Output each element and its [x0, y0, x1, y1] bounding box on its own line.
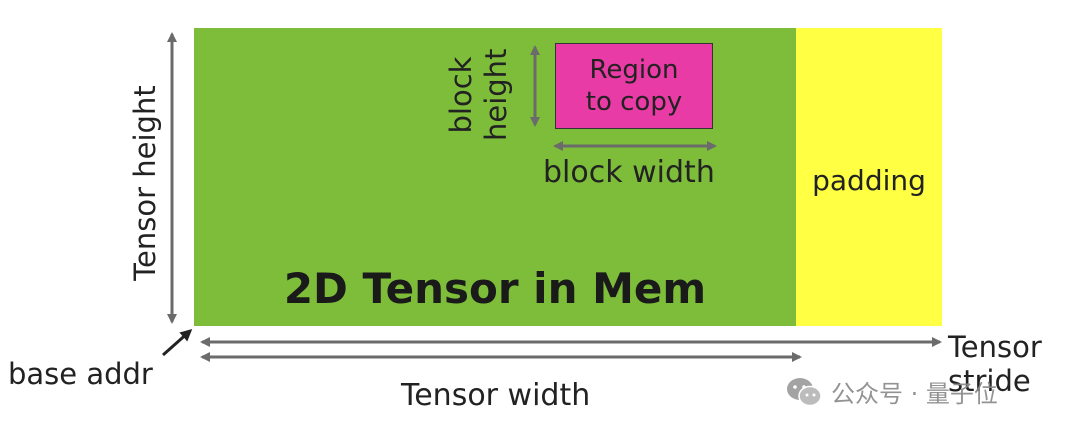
tensor-width-label: Tensor width [401, 378, 591, 413]
tensor-stride-line2: stride [948, 364, 1031, 398]
diagram-title: 2D Tensor in Mem [283, 264, 707, 313]
region-to-copy: Region to copy [555, 43, 713, 129]
watermark-text: 公众号 · 量子位 [831, 380, 998, 408]
base-addr-pointer [162, 329, 193, 357]
watermark: 公众号 · 量子位 [785, 374, 998, 409]
wechat-icon [787, 377, 822, 406]
tensor-stride-label: Tensor stride [948, 330, 1042, 398]
padding-area [796, 28, 942, 326]
block-width-label: block width [543, 155, 715, 190]
base-addr-label: base addr [8, 357, 153, 391]
region-label-line2: to copy [585, 87, 683, 117]
tensor-stride-line1: Tensor [948, 330, 1042, 364]
region-label-line1: Region [589, 54, 679, 85]
padding-label: padding [812, 164, 926, 197]
